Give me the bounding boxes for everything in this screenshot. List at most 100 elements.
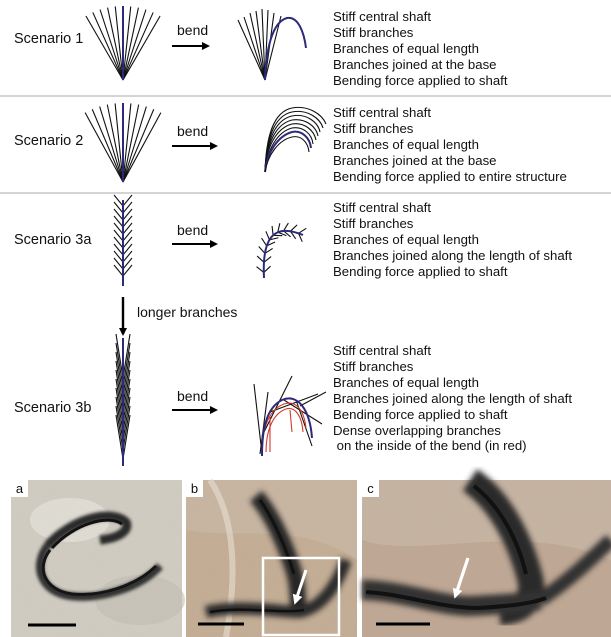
property: Stiff branches (333, 215, 414, 231)
branch (122, 222, 133, 235)
scenario-3b-bent (253, 375, 327, 457)
branch (122, 333, 131, 379)
branch (115, 333, 124, 379)
branch (91, 109, 124, 183)
branch (85, 15, 124, 81)
branch (256, 255, 265, 263)
branch (122, 103, 132, 183)
scenario-2-properties: Stiff central shaft Stiff branches Branc… (333, 105, 567, 185)
branch (99, 106, 124, 183)
branch (122, 15, 161, 81)
branch (115, 387, 124, 433)
branch (113, 264, 124, 277)
property: Branches of equal length (333, 136, 479, 152)
branch (122, 351, 131, 397)
branch (115, 369, 124, 415)
property: Stiff branches (333, 358, 414, 374)
scenario-1-properties: Stiff central shaft Stiff branches Branc… (333, 9, 508, 89)
branch (266, 241, 276, 247)
branch (269, 237, 279, 241)
branch (113, 194, 124, 207)
branch (113, 250, 124, 263)
branch (122, 257, 133, 270)
property: Bending force applied to entire structur… (333, 168, 567, 184)
property: Branches joined along the length of shaf… (333, 390, 573, 406)
branch (113, 257, 124, 270)
branch (263, 256, 272, 263)
branch (290, 224, 298, 232)
branch (122, 250, 133, 263)
scenario-3b-label: Scenario 3b (14, 400, 92, 416)
branch (122, 264, 133, 277)
branch (113, 201, 124, 214)
property: Stiff central shaft (333, 9, 431, 24)
branch (92, 12, 124, 81)
scenario-3a-unbent (113, 194, 133, 286)
property: Branches joined at the base (333, 152, 497, 168)
branch (115, 360, 124, 406)
branch (122, 201, 133, 214)
branch (114, 6, 124, 81)
property: Stiff central shaft (333, 200, 431, 215)
branch (122, 12, 154, 81)
branch (115, 414, 124, 460)
branch (115, 378, 124, 424)
branch (256, 266, 265, 273)
property: Bending force applied to shaft (333, 72, 508, 88)
scenario-2-bent (264, 106, 327, 173)
scenario-1-unbent (85, 6, 161, 81)
branch (122, 7, 139, 81)
branch (122, 342, 131, 388)
branch (258, 246, 266, 254)
property: Branches of equal length (333, 374, 479, 390)
scenario-3b-properties: Stiff central shaft Stiff branches Branc… (333, 343, 572, 454)
branch (122, 360, 131, 406)
branch (115, 351, 124, 397)
property: Bending force applied to shaft (333, 406, 508, 422)
scenario-2-label: Scenario 2 (14, 133, 84, 149)
scenario-3a-label: Scenario 3a (14, 232, 92, 248)
branch (264, 247, 273, 254)
branch (114, 103, 124, 183)
branch (113, 208, 124, 221)
branch (113, 236, 124, 249)
branch (122, 387, 131, 433)
branch (122, 109, 155, 183)
property: Stiff central shaft (333, 343, 431, 358)
property: Stiff branches (333, 120, 414, 136)
photo-c (361, 469, 611, 637)
branch (122, 236, 133, 249)
branch (122, 112, 162, 183)
branch (277, 231, 287, 237)
branch (113, 215, 124, 228)
longer-branches-label: longer branches (137, 304, 238, 320)
branch (289, 230, 297, 240)
branch (106, 104, 124, 183)
property: Stiff branches (333, 24, 414, 40)
branch (263, 265, 271, 273)
branch (283, 230, 291, 238)
branch (122, 104, 140, 183)
panel-tag-a: a (11, 480, 28, 497)
branch (115, 342, 124, 388)
branch (122, 243, 133, 256)
branch (113, 243, 124, 256)
property: Branches joined along the length of shaf… (333, 247, 573, 263)
branch (115, 405, 124, 451)
branch (122, 194, 133, 207)
panel-tag-c: c (362, 480, 379, 497)
scenario-3a-bent (256, 222, 307, 279)
branch (122, 378, 131, 424)
branch (122, 106, 147, 183)
scenario-1-label: Scenario 1 (14, 31, 84, 47)
property: on the inside of the bend (in red) (333, 438, 527, 454)
branch (271, 226, 274, 236)
branch (113, 229, 124, 242)
branch (122, 229, 133, 242)
property: Branches of equal length (333, 231, 479, 247)
branch (265, 231, 270, 241)
scenario-1-bent (237, 8, 307, 81)
photo-a (11, 480, 185, 637)
